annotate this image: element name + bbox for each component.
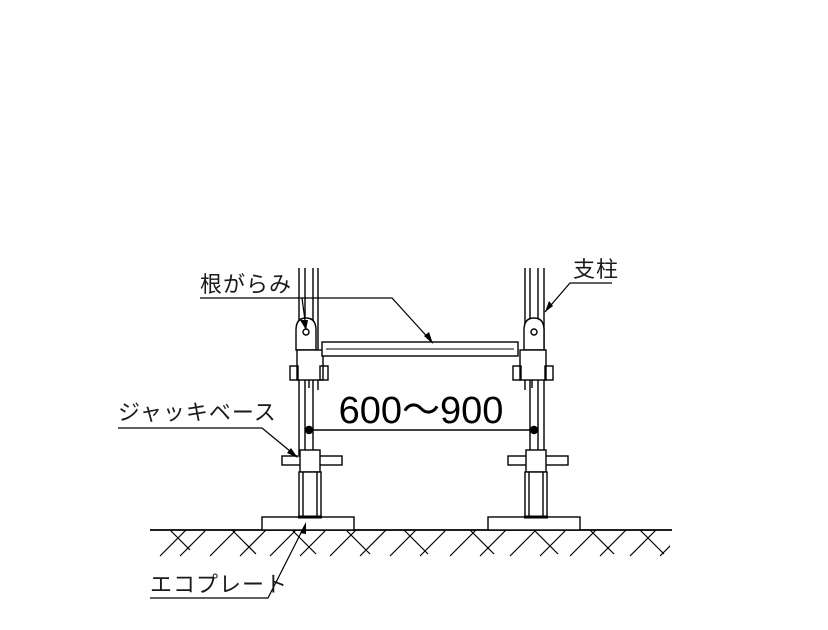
label-jack-base: ジャッキベース xyxy=(118,401,277,426)
left-post xyxy=(261,268,355,531)
dimension-label: 600〜900 xyxy=(339,390,504,432)
leader-lines xyxy=(118,282,612,599)
label-negarami: 根がらみ xyxy=(200,273,292,298)
ground xyxy=(150,529,672,557)
right-post xyxy=(487,268,581,531)
label-shichu: 支柱 xyxy=(573,258,619,283)
label-eco-plate: エコプレート xyxy=(150,573,288,598)
dimension-line xyxy=(304,425,539,435)
leader-arrows xyxy=(287,301,553,534)
horizontal-tie xyxy=(321,341,519,357)
